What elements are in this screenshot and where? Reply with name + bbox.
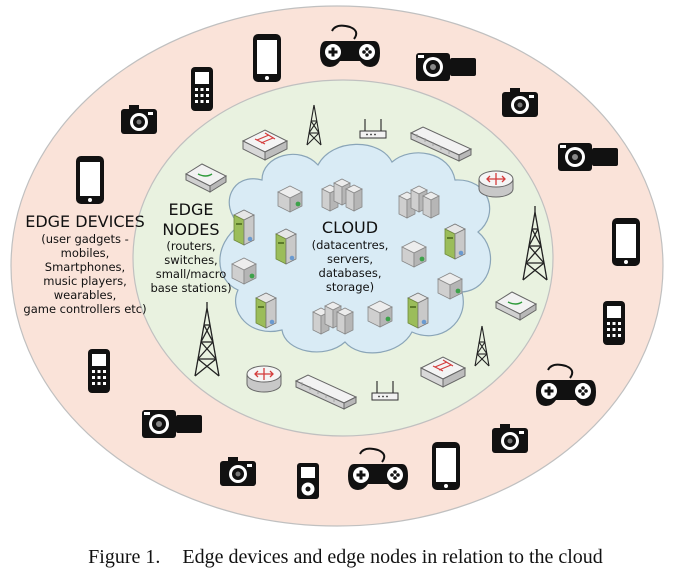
edge-devices-desc-line: (user gadgets -	[41, 231, 129, 246]
edge-devices-desc-line: music players,	[43, 273, 127, 288]
database-server-icon	[275, 228, 297, 265]
cloud-title: CLOUD	[321, 218, 379, 237]
database-server-icon	[233, 209, 255, 246]
music-player-icon	[297, 463, 319, 499]
edge-nodes-desc-line: base stations)	[150, 281, 232, 296]
cloud-desc-line: databases,	[318, 265, 382, 280]
smartphone-icon	[612, 218, 640, 266]
smartphone-icon	[76, 156, 104, 204]
cloud-label: CLOUD (datacentres, servers, databases, …	[295, 218, 405, 294]
figure-caption: Figure 1. Edge devices and edge nodes in …	[0, 546, 691, 569]
edge-nodes-desc-line: switches,	[164, 253, 218, 268]
edge-nodes-title-line: EDGE	[168, 200, 214, 219]
server-icon	[231, 257, 257, 285]
edge-nodes-desc-line: (routers,	[166, 239, 216, 254]
edge-nodes-label: EDGE NODES (routers, switches, small/mac…	[150, 200, 232, 295]
edge-nodes-title-line: NODES	[162, 219, 220, 239]
database-server-icon	[407, 292, 429, 329]
server-icon	[277, 185, 303, 213]
camera-icon	[121, 105, 157, 134]
camera-icon	[492, 424, 528, 453]
cloud-desc-line: servers,	[326, 251, 374, 266]
edge-devices-desc-line: Smartphones,	[44, 259, 126, 274]
edge-nodes-desc-line: small/macro	[155, 267, 227, 282]
camera-icon	[220, 457, 256, 486]
server-icon	[401, 240, 427, 268]
edge-devices-label: EDGE DEVICES (user gadgets - mobiles, Sm…	[10, 212, 160, 316]
mobile-phone-icon	[191, 67, 213, 111]
edge-devices-desc-line: wearables,	[53, 287, 117, 302]
edge-devices-desc-line: game controllers etc)	[23, 301, 147, 316]
figure-number: Figure 1.	[88, 546, 161, 568]
cloud-desc-line: storage)	[325, 279, 375, 294]
edge-devices-title: EDGE DEVICES	[25, 212, 145, 231]
smartphone-icon	[253, 34, 281, 82]
camera-icon	[502, 88, 538, 117]
server-icon	[437, 272, 463, 300]
smartphone-icon	[432, 442, 460, 490]
mobile-phone-icon	[88, 349, 110, 393]
router-icon	[246, 365, 282, 393]
caption-text: Edge devices and edge nodes in relation …	[182, 546, 603, 568]
edge-devices-desc-line: mobiles,	[60, 245, 110, 260]
database-server-icon	[255, 292, 277, 329]
cloud-desc-line: (datacentres,	[311, 237, 389, 252]
server-icon	[367, 300, 393, 328]
database-server-icon	[444, 223, 466, 260]
mobile-phone-icon	[603, 301, 625, 345]
router-icon	[478, 170, 514, 198]
